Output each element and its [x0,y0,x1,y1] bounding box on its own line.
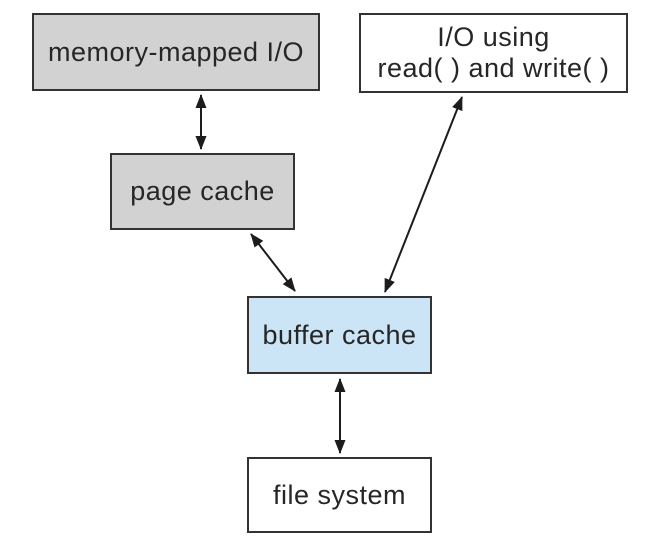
node-buffer-cache-label: buffer cache [262,319,417,350]
node-buffer-cache: buffer cache [247,296,432,374]
node-io-read-write-label-line2: read( ) and write( ) [377,53,610,83]
node-memory-mapped-io-label: memory-mapped I/O [47,36,305,67]
node-io-read-write: I/O using read( ) and write( ) [359,13,628,93]
edge-io-read-write-buffer-cache [384,96,463,293]
node-io-read-write-label-line1: I/O using [437,22,550,52]
node-file-system: file system [247,457,432,533]
edge-page-cache-buffer-cache [250,233,296,292]
node-page-cache: page cache [110,153,295,230]
node-page-cache-label: page cache [130,176,275,206]
node-memory-mapped-io: memory-mapped I/O [32,13,320,91]
node-file-system-label: file system [272,479,407,510]
